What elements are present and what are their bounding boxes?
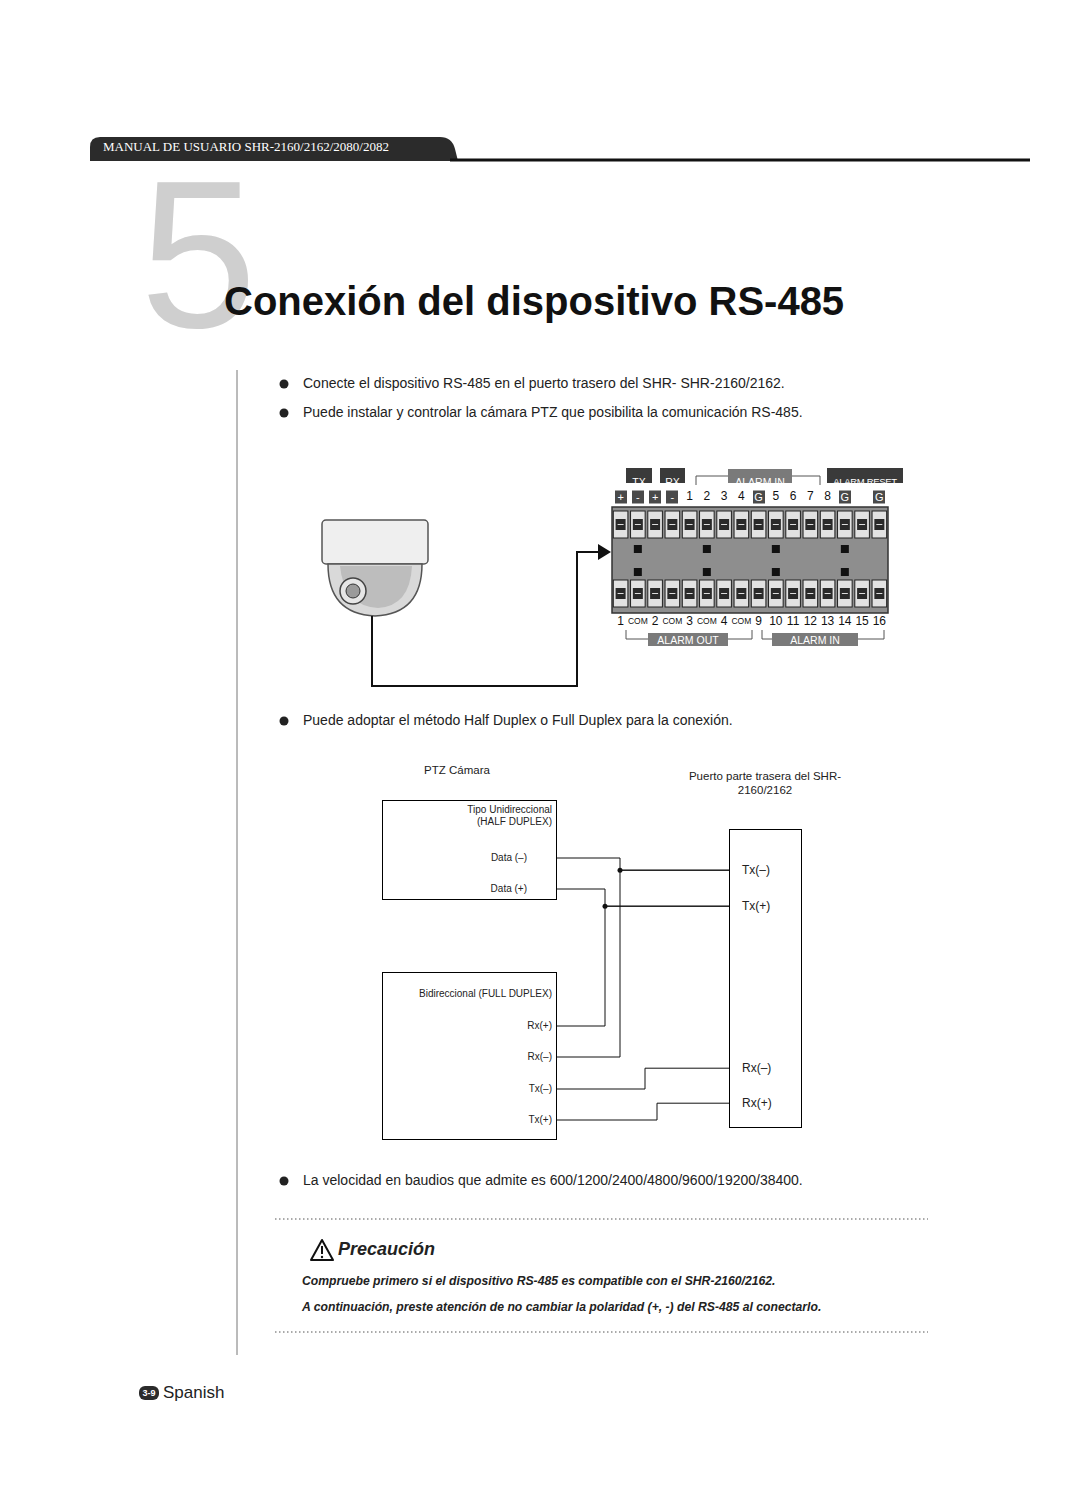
terminal-number: 3 <box>686 615 693 629</box>
node-heading: Bidireccional (FULL DUPLEX) <box>419 988 552 1000</box>
terminal-label: G <box>839 491 851 504</box>
group-label: ALARM IN <box>790 634 840 646</box>
page-number: 3-9 <box>142 1388 155 1398</box>
full-duplex-box: Bidireccional (FULL DUPLEX) Rx(+) Rx(–) Tx(… <box>382 972 557 1140</box>
terminal-label: 8 <box>824 490 831 504</box>
group-label: ALARM RESET <box>833 476 897 488</box>
bullet-text: Puede adoptar el método Half Duplex o Fu… <box>303 712 733 728</box>
port-label: TX <box>632 476 645 488</box>
terminal-label: 4 <box>738 490 745 504</box>
pin-label: Tx(–) <box>742 863 770 877</box>
signal-wire <box>557 858 729 870</box>
signal-wire <box>557 870 729 1057</box>
terminal-label: 6 <box>790 490 797 504</box>
bullet <box>280 1177 289 1186</box>
language: Spanish <box>163 1383 224 1403</box>
terminal-number: 4 <box>721 615 728 629</box>
dotted-rule <box>275 1219 928 1220</box>
page-title: Conexión del dispositivo RS-485 <box>224 278 844 324</box>
pin-label: Tx(+) <box>528 1114 552 1126</box>
group-label: ALARM OUT <box>657 634 718 646</box>
terminal-number: COM <box>628 617 648 627</box>
node-heading: Tipo Unidireccional (HALF DUPLEX) <box>442 804 552 828</box>
terminal-label: + <box>615 491 627 504</box>
warning-icon <box>311 1240 333 1260</box>
pin-label: Rx(+) <box>527 1020 552 1032</box>
terminal-label: - <box>632 491 644 504</box>
terminal-number: 16 <box>873 615 886 629</box>
margin-rule <box>237 370 238 1355</box>
port-label: RX <box>665 476 680 488</box>
alarm-out-band <box>648 633 728 646</box>
header-text: MANUAL DE USUARIO SHR-2160/2162/2080/208… <box>103 140 389 155</box>
bullet-text: Conecte el dispositivo RS-485 en el puer… <box>303 375 785 391</box>
signal-wire <box>557 889 729 906</box>
screw-terminals <box>613 511 886 607</box>
dome-camera <box>322 520 428 616</box>
signal-wire <box>557 906 729 1026</box>
header-rule <box>450 159 1030 162</box>
caution-title: Precaución <box>338 1239 435 1260</box>
bullet-text: Puede instalar y controlar la cámara PTZ… <box>303 404 803 420</box>
terminal-label: 3 <box>721 490 728 504</box>
alarm-in-band <box>772 633 858 646</box>
device-heading: PTZ Cámara <box>424 764 490 777</box>
terminal-label: 7 <box>807 490 814 504</box>
bullet <box>280 380 289 389</box>
terminal-number: 2 <box>652 615 659 629</box>
terminal-label: 5 <box>773 490 780 504</box>
signal-wire <box>557 1103 729 1120</box>
pin-label: Tx(+) <box>742 899 770 913</box>
terminal-number: 14 <box>838 615 851 629</box>
group-label: ALARM IN <box>735 476 785 488</box>
terminal-label: - <box>666 491 678 504</box>
terminal-label: G <box>873 491 885 504</box>
signal-wire <box>557 1068 729 1089</box>
terminal-number: 1 <box>617 615 624 629</box>
terminal-number: 10 <box>769 615 782 629</box>
page-badge <box>139 1386 159 1400</box>
dotted-rule <box>275 1332 928 1333</box>
half-duplex-box: Tipo Unidireccional (HALF DUPLEX) Data (–… <box>382 800 557 900</box>
junction-dot <box>618 868 623 873</box>
pin-label: Rx(–) <box>528 1051 552 1063</box>
terminal-number: 12 <box>804 615 817 629</box>
terminal-number: COM <box>662 617 682 627</box>
junction-dot <box>603 904 608 909</box>
terminal-number: 15 <box>855 615 868 629</box>
rear-port-box: Puerto parte trasera del SHR-2160/2162Tx… <box>729 829 802 1128</box>
terminal-number: 13 <box>821 615 834 629</box>
pin-label: Data (+) <box>491 883 527 895</box>
bullet-text: La velocidad en baudios que admite es 60… <box>303 1172 803 1188</box>
caution-text: A continuación, preste atención de no ca… <box>302 1300 821 1314</box>
terminal-label: 2 <box>704 490 711 504</box>
terminal-label: 1 <box>686 490 693 504</box>
pin-label: Data (–) <box>491 852 527 864</box>
pin-label: Rx(–) <box>742 1061 771 1075</box>
chapter-number: 5 <box>140 150 257 360</box>
terminal-number: 9 <box>755 615 762 629</box>
terminal-number: COM <box>697 617 717 627</box>
terminal-block <box>612 507 888 613</box>
terminal-label: + <box>649 491 661 504</box>
terminal-label: G <box>753 491 765 504</box>
bullet <box>280 717 289 726</box>
caution-text: Compruebe primero si el dispositivo RS-4… <box>302 1274 775 1288</box>
terminal-number: COM <box>731 617 751 627</box>
terminal-number: 11 <box>787 615 799 629</box>
cable-arrowhead <box>598 544 611 560</box>
pin-label: Tx(–) <box>529 1083 552 1095</box>
camera-cable <box>372 552 598 686</box>
pin-label: Rx(+) <box>742 1096 772 1110</box>
bullet <box>280 409 289 418</box>
node-heading: Puerto parte trasera del SHR-2160/2162 <box>670 770 860 798</box>
